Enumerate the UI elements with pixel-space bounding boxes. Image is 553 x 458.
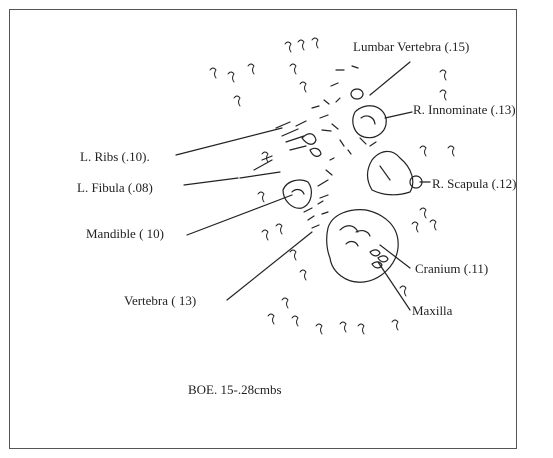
label-lumbar-vertebra: Lumbar Vertebra (.15)	[353, 40, 469, 53]
label-r-innominate: R. Innominate (.13)	[413, 103, 516, 116]
figure-caption: BOE. 15-.28cmbs	[188, 383, 282, 396]
bone-outlines	[240, 66, 422, 282]
label-vertebra: Vertebra ( 13)	[124, 294, 196, 307]
label-mandible: Mandible ( 10)	[86, 227, 164, 240]
label-l-ribs: L. Ribs (.10).	[80, 150, 150, 163]
label-cranium: Cranium (.11)	[415, 262, 488, 275]
leader-lines	[176, 62, 430, 310]
label-maxilla: Maxilla	[412, 304, 452, 317]
label-l-fibula: L. Fibula (.08)	[77, 181, 153, 194]
label-r-scapula: R. Scapula (.12)	[432, 177, 516, 190]
fill-marks	[210, 38, 454, 334]
